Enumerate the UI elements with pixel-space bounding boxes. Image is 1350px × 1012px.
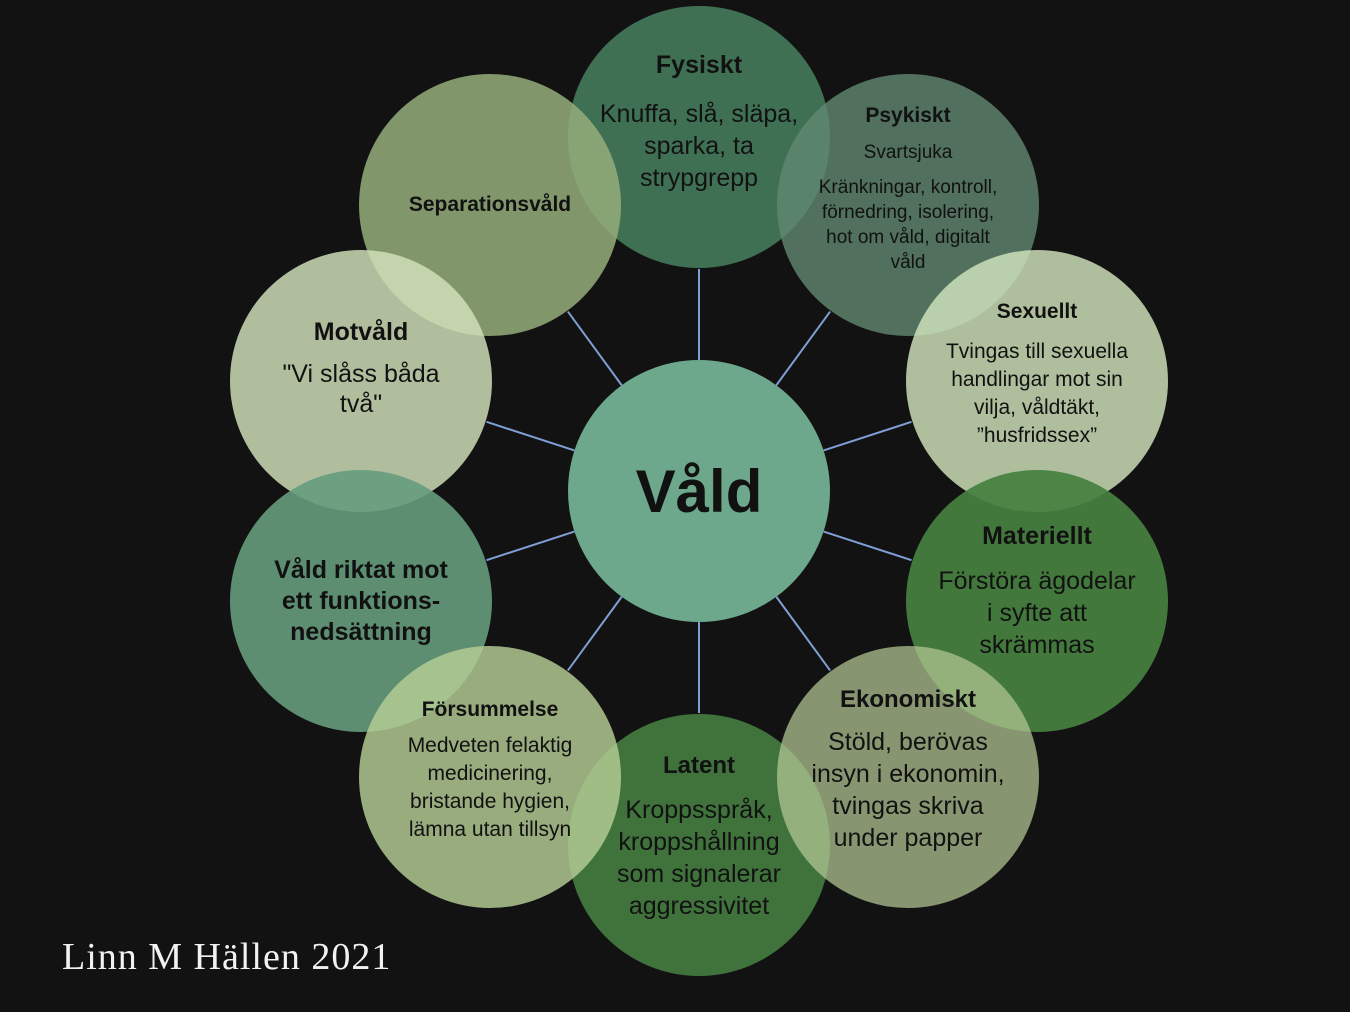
spoke-forsummelse xyxy=(567,596,623,672)
spoke-ekonomiskt xyxy=(775,596,831,672)
spoke-motvald xyxy=(486,420,575,452)
node-materiellt-title: Materiellt xyxy=(982,521,1092,550)
node-psykiskt-body: Kränkningar, kontroll, förnedring, isole… xyxy=(818,176,998,273)
node-motvald-title: Motvåld xyxy=(313,317,409,346)
spoke-sexuellt xyxy=(823,420,912,452)
node-ekonomiskt-body: Stöld, berövas insyn i ekonomin, tvingas… xyxy=(811,728,1005,852)
node-ekonomiskt: Ekonomiskt Stöld, berövas insyn i ekonom… xyxy=(777,646,1039,908)
node-latent-body: Kroppsspråk, kroppshållning som signaler… xyxy=(617,796,781,920)
center-title: Våld xyxy=(635,457,763,525)
node-sexuellt-title: Sexuellt xyxy=(996,300,1078,323)
node-separationsvald-title: Separationsvåld xyxy=(408,193,572,216)
node-sexuellt: Sexuellt Tvingas till sexuella handlinga… xyxy=(906,250,1168,512)
node-funktionsnedsattning-title: Våld riktat mot ett funktions-nedsättnin… xyxy=(274,555,448,646)
spoke-separation xyxy=(567,310,623,386)
node-psykiskt-title: Psykiskt xyxy=(865,103,951,127)
node-materiellt: Materiellt Förstöra ägodelar i syfte att… xyxy=(906,470,1168,732)
node-fysiskt-body: Knuffa, slå, släpa, sparka, ta strypgrep… xyxy=(599,99,799,192)
node-fysiskt-title: Fysiskt xyxy=(655,50,743,79)
spoke-psykiskt xyxy=(775,310,831,386)
node-sexuellt-body: Tvingas till sexuella handlingar mot sin… xyxy=(945,340,1129,447)
spoke-funktion xyxy=(486,530,575,562)
node-motvald: Motvåld "Vi slåss båda två" xyxy=(230,250,492,512)
node-latent-title: Latent xyxy=(663,752,735,779)
node-motvald-body: "Vi slåss båda två" xyxy=(282,359,440,418)
spoke-materiellt xyxy=(823,530,912,562)
author-credit: Linn M Hällen 2021 xyxy=(62,936,392,978)
node-psykiskt: Psykiskt Svartsjuka Kränkningar, kontrol… xyxy=(777,74,1039,336)
node-center-vald: Våld xyxy=(568,360,830,622)
node-forsummelse-body: Medveten felaktig medicinering, bristand… xyxy=(407,734,573,841)
node-psykiskt-subtitle: Svartsjuka xyxy=(863,141,953,163)
node-ekonomiskt-title: Ekonomiskt xyxy=(839,686,977,713)
node-forsummelse: Försummelse Medveten felaktig medicineri… xyxy=(359,646,621,908)
node-forsummelse-title: Försummelse xyxy=(421,698,559,721)
node-materiellt-body: Förstöra ägodelar i syfte att skrämmas xyxy=(938,566,1136,659)
